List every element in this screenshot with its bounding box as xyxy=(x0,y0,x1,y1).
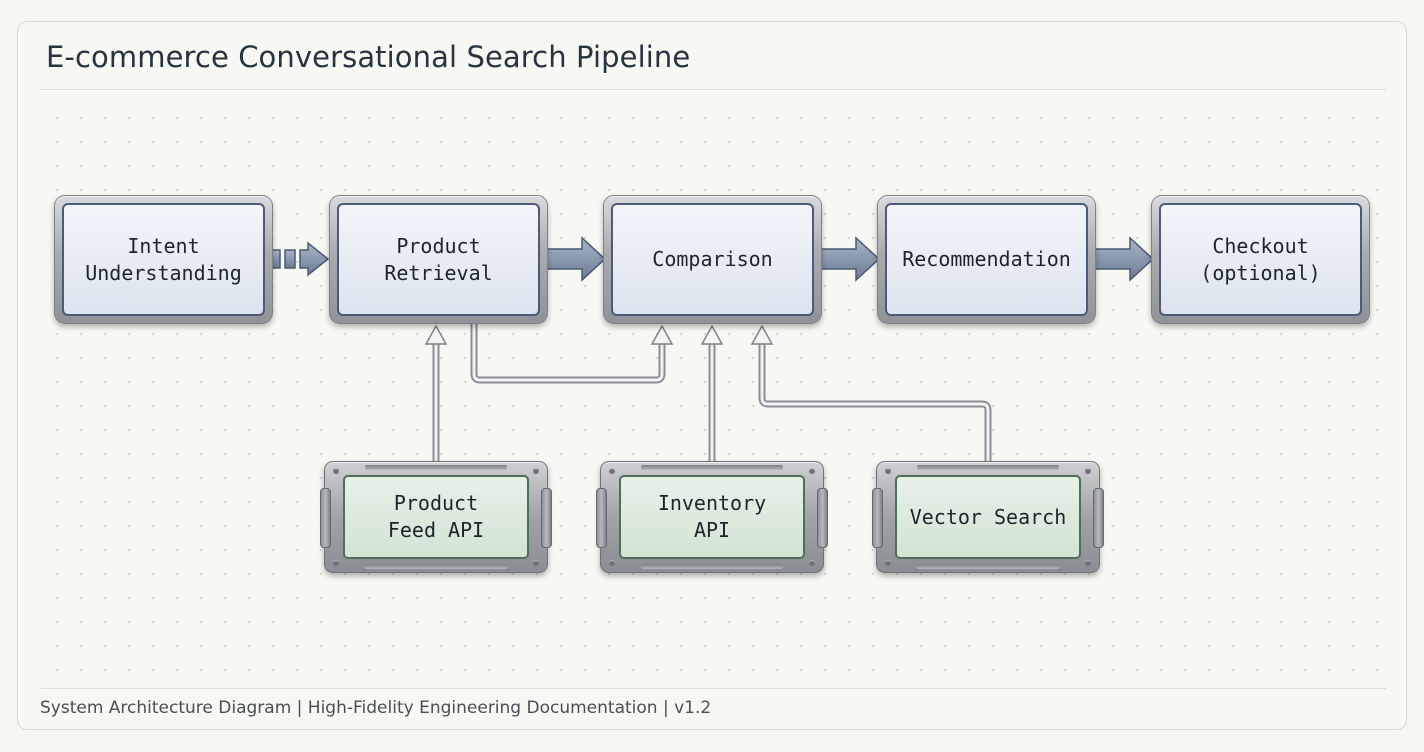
top-rail xyxy=(365,465,507,470)
pipe-feed-to-retrieval xyxy=(424,324,448,462)
arrow-comparison-to-recommendation xyxy=(813,236,881,282)
stage-label: Comparison xyxy=(611,203,814,316)
top-rail xyxy=(917,465,1059,470)
bolt xyxy=(809,560,815,566)
source-product-feed-api: Product Feed API xyxy=(320,461,552,573)
bolt xyxy=(885,468,891,474)
stage-comparison: Comparison xyxy=(603,195,822,324)
stage-label: Checkout (optional) xyxy=(1159,203,1362,316)
bottom-rail xyxy=(365,564,507,569)
pipe-inventory-to-comparison xyxy=(700,324,724,462)
arrow-intent-to-retrieval xyxy=(264,241,330,277)
top-rail xyxy=(641,465,783,470)
footer-divider xyxy=(41,688,1386,689)
stage-checkout: Checkout (optional) xyxy=(1151,195,1370,324)
bolt xyxy=(609,468,615,474)
stage-intent-understanding: Intent Understanding xyxy=(54,195,273,324)
bolt xyxy=(533,468,539,474)
bottom-rail xyxy=(917,564,1059,569)
arrow-retrieval-to-comparison xyxy=(539,236,607,282)
stage-product-retrieval: Product Retrieval xyxy=(329,195,548,324)
arrow-recommendation-to-checkout xyxy=(1087,236,1155,282)
title-divider xyxy=(41,89,1386,90)
bolt xyxy=(609,560,615,566)
stage-label: Product Retrieval xyxy=(337,203,540,316)
bolt xyxy=(333,560,339,566)
source-inventory-api: Inventory API xyxy=(596,461,828,573)
bolt xyxy=(533,560,539,566)
bolt xyxy=(1085,468,1091,474)
bolt xyxy=(885,560,891,566)
source-vector-search: Vector Search xyxy=(872,461,1104,573)
pipe-retrieval-to-comparison xyxy=(470,324,674,384)
stage-recommendation: Recommendation xyxy=(877,195,1096,324)
source-label: Vector Search xyxy=(895,475,1081,559)
source-label: Inventory API xyxy=(619,475,805,559)
diagram-footer: System Architecture Diagram | High-Fidel… xyxy=(40,698,712,718)
bottom-rail xyxy=(641,564,783,569)
source-label: Product Feed API xyxy=(343,475,529,559)
bolt xyxy=(1085,560,1091,566)
diagram-title: E-commerce Conversational Search Pipelin… xyxy=(46,40,691,74)
pipe-vector-to-comparison xyxy=(750,324,992,462)
stage-label: Recommendation xyxy=(885,203,1088,316)
stage-label: Intent Understanding xyxy=(62,203,265,316)
bolt xyxy=(333,468,339,474)
bolt xyxy=(809,468,815,474)
